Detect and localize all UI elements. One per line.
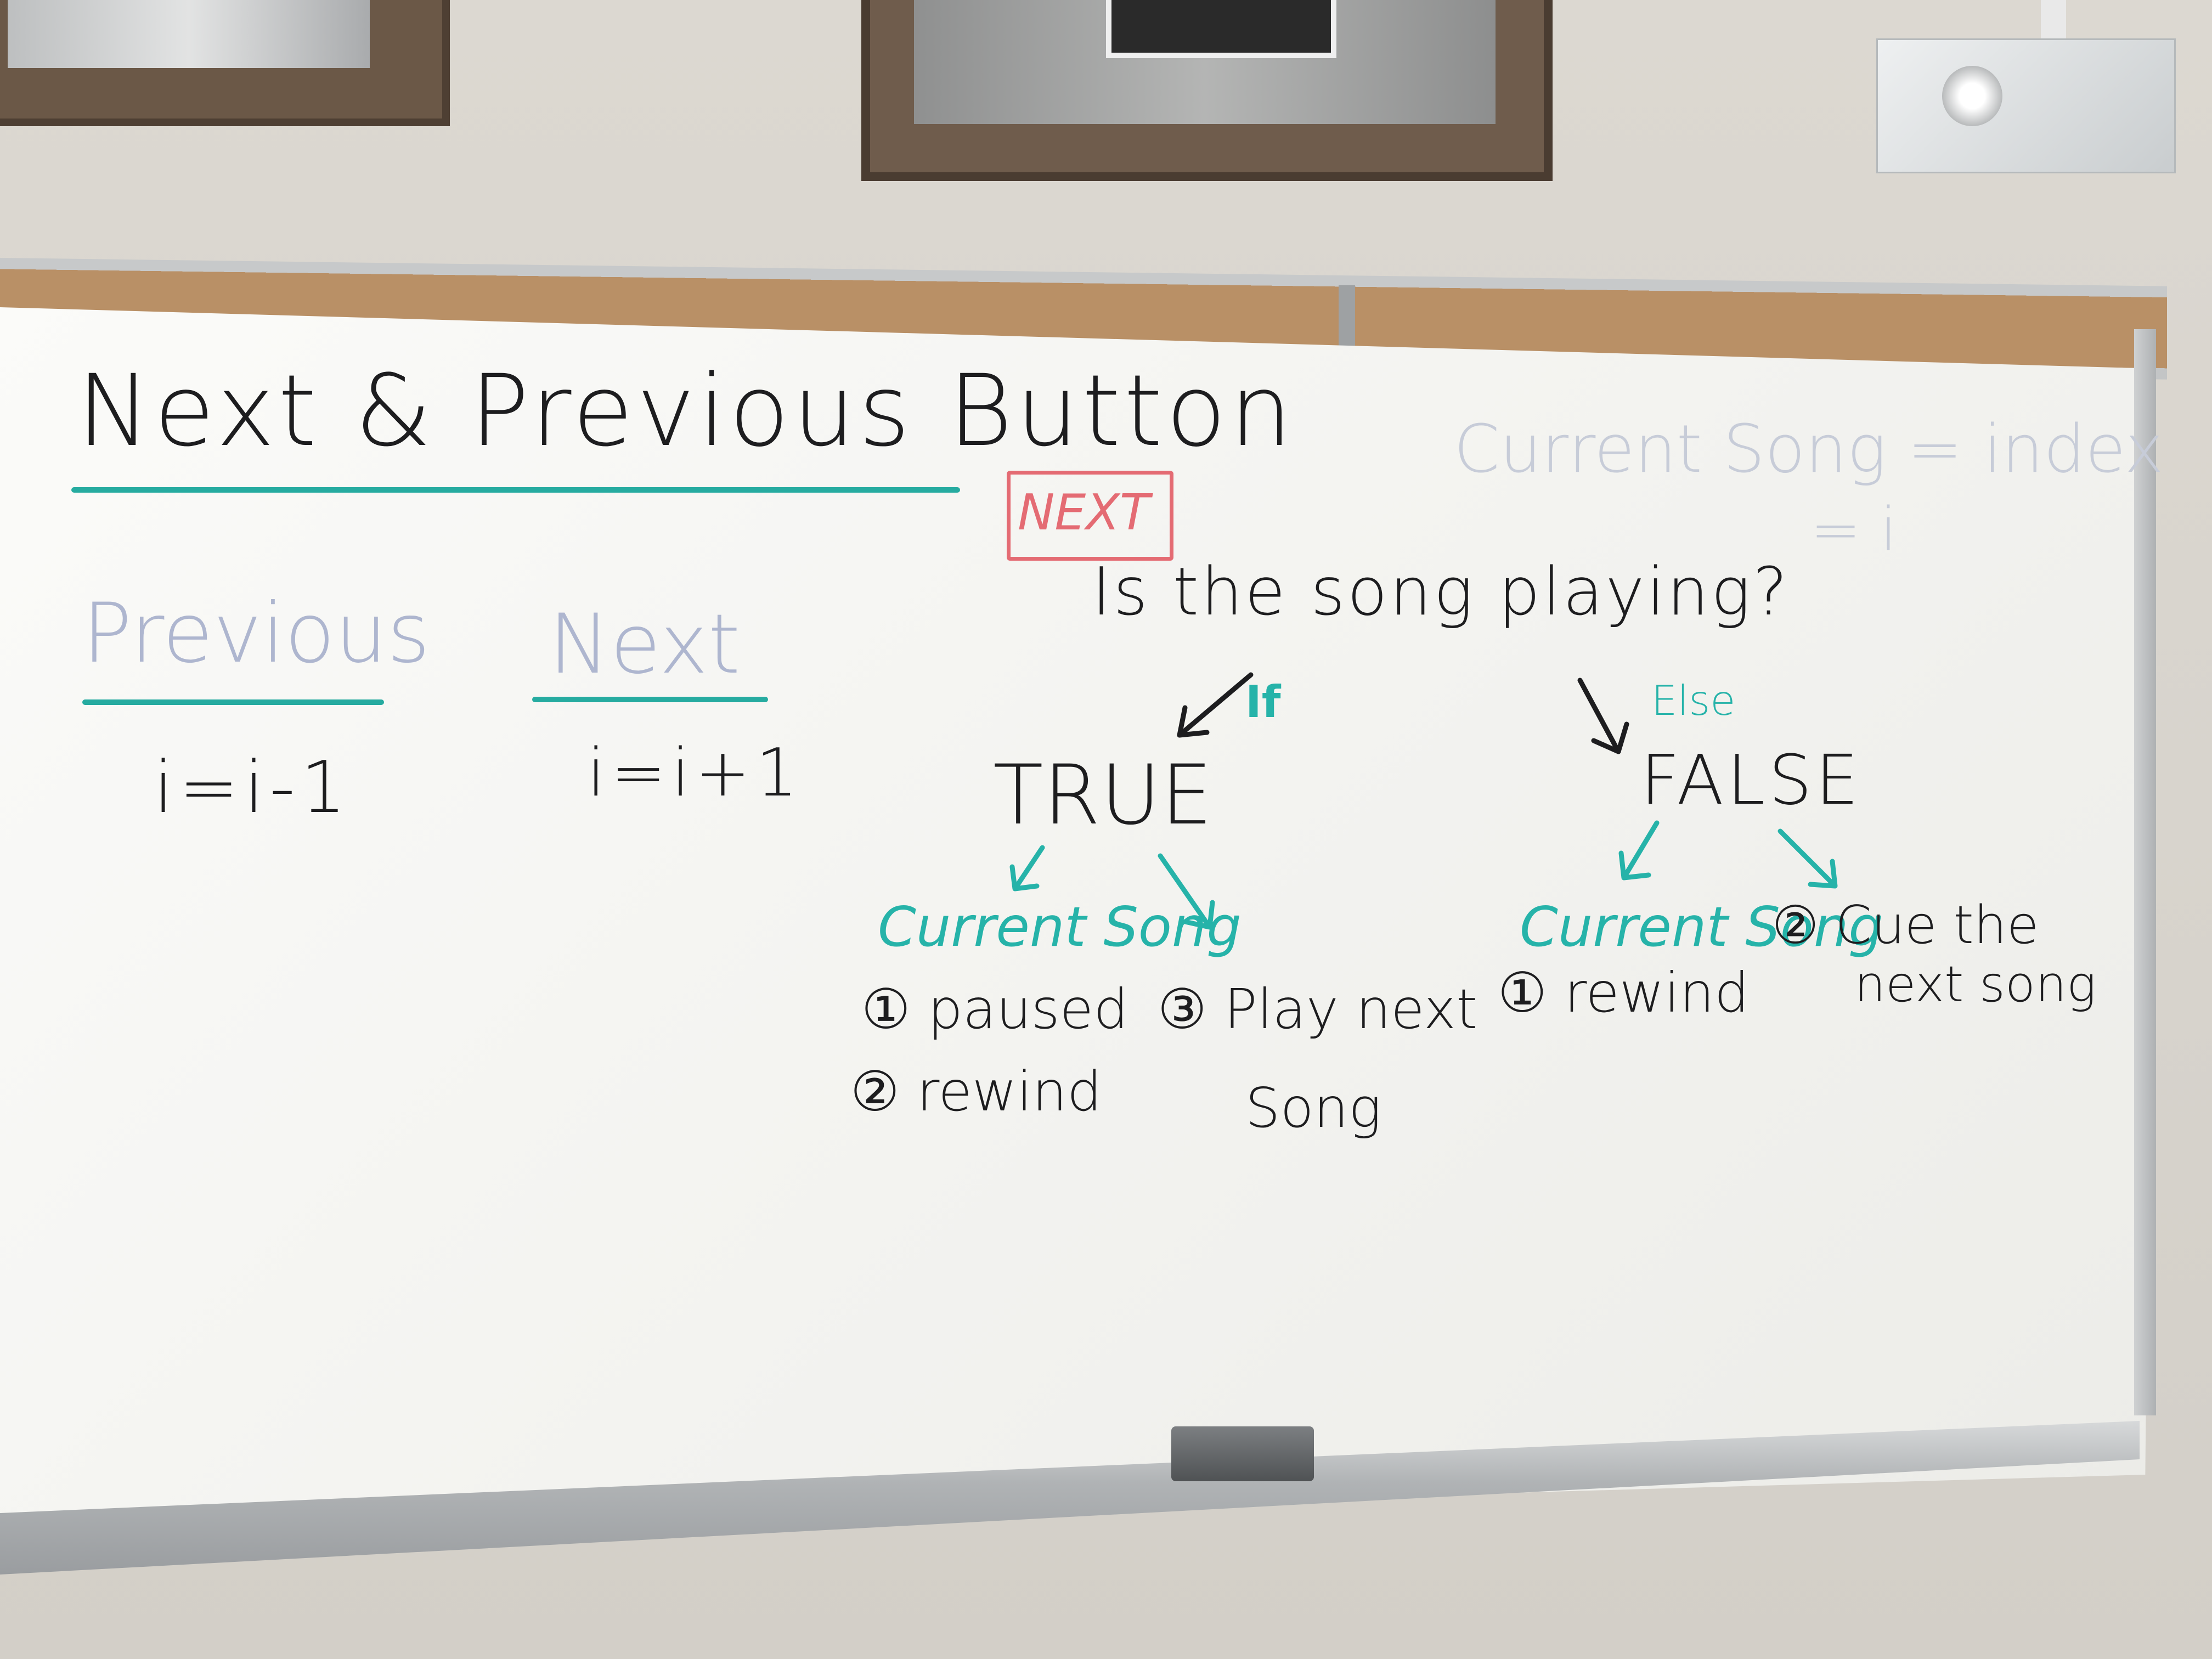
sensor-housing [1876,38,2176,173]
wall-picture-frame [861,0,1553,181]
sensor-conduit [2041,0,2066,44]
wall-sign-frame [0,0,450,126]
false-label: FALSE [1640,741,1862,820]
false-step-rewind: ① rewind [1498,961,1750,1025]
framed-photo [1106,0,1336,58]
current-song-index-note: Current Song = index [1454,411,2164,488]
decision-question: Is the song playing? [1092,554,1790,630]
true-step-song: Song [1245,1076,1382,1140]
whiteboard-eraser[interactable] [1171,1426,1314,1481]
previous-label: Previous [82,586,430,681]
if-label: If [1245,676,1281,727]
next-formula: i=i+1 [587,735,804,811]
sensor-lens [1942,66,2002,126]
map-rail-clip [1339,285,1355,346]
index-equals-i-note: = i [1810,494,1897,565]
title-underline [71,487,960,493]
true-step-play-next: ③ Play next [1158,977,1478,1041]
true-step-paused: ① paused [861,977,1128,1041]
board-title: Next & Previous Button [77,354,1296,469]
false-step-cue: ② Cue the [1772,895,2039,956]
ceiling-sensor [1876,0,2183,176]
true-step-rewind: ② rewind [850,1059,1102,1124]
true-current-song-heading: Current Song [878,895,1242,959]
whiteboard-frame-right [2134,329,2156,1415]
next-label: Next [549,597,741,692]
whiteboard [0,307,2156,1536]
false-current-song-heading: Current Song [1520,895,1883,959]
previous-underline [82,699,384,705]
next-tag: NEXT [1018,484,1150,541]
true-label: TRUE [993,748,1213,843]
false-step-next-song: next song [1854,956,2096,1013]
previous-formula: i=i-1 [154,746,352,829]
next-tag-box [1007,471,1173,561]
else-label: Else [1651,676,1736,725]
next-underline [532,697,768,702]
metal-sign-plate [8,0,370,68]
